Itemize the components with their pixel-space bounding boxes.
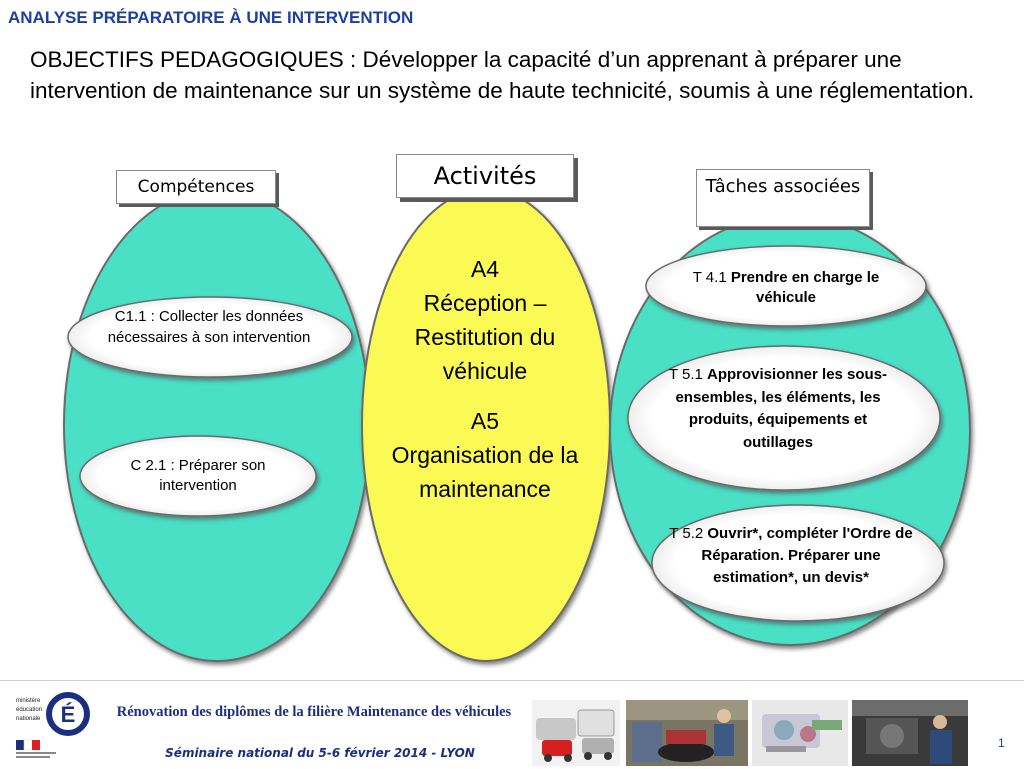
svg-text:É: É [61, 702, 76, 727]
t41-oval [645, 245, 927, 327]
task-t51-code: T 5.1 [668, 366, 703, 383]
activites-content: A4 Réception – Restitution du véhicule A… [380, 252, 590, 506]
slide-title: ANALYSE PRÉPARATOIRE À UNE INTERVENTION [8, 8, 414, 27]
competence-c21-text: C 2.1 : Préparer son intervention [130, 457, 266, 494]
c11-oval [67, 296, 353, 378]
task-t51: T 5.1 Approvisionner les sous-ensembles,… [658, 364, 898, 454]
task-t52-code: T 5.2 [669, 525, 704, 542]
task-t51-text: Approvisionner les sous-ensembles, les é… [675, 366, 888, 451]
footer-divider [0, 680, 1024, 681]
photo-vehicles [532, 700, 620, 766]
marianne-logo-icon: ministère éducation nationale É [14, 684, 98, 764]
activites-label: Activités [396, 154, 574, 198]
page-number: 1 [998, 736, 1005, 750]
footer-title: Rénovation des diplômes de la filière Ma… [116, 704, 512, 720]
competence-c11-text: C1.1 : Collecter les données nécessaires… [107, 308, 311, 346]
c21-oval [79, 435, 317, 517]
logo-line-3: nationale [16, 716, 41, 722]
objectifs-text: OBJECTIFS PEDAGOGIQUES : Développer la c… [30, 47, 975, 103]
task-t41: T 4.1 Prendre en charge le véhicule [676, 268, 896, 308]
task-t41-text: Prendre en charge le véhicule [730, 269, 880, 306]
photo-engine-bay [852, 700, 968, 766]
logo-line-2: éducation [16, 707, 42, 713]
activity-a5-text: Organisation de la maintenance [391, 442, 579, 502]
task-t52: T 5.2 Ouvrir*, compléter l'Ordre de Répa… [664, 523, 918, 589]
activity-a5-code: A5 [470, 408, 500, 434]
activity-a4-code: A4 [470, 256, 500, 282]
taches-label: Tâches associées [696, 169, 870, 227]
task-t41-code: T 4.1 [692, 269, 727, 286]
activity-a4-text: Réception – Restitution du véhicule [414, 290, 556, 384]
competences-ellipse [63, 188, 371, 662]
footer-subtitle: Séminaire national du 5-6 février 2014 -… [165, 746, 475, 760]
t51-oval [627, 345, 941, 491]
logo-line-1: ministère [16, 698, 41, 704]
t52-oval [651, 504, 945, 622]
photo-workshop-mechanic [626, 700, 748, 766]
task-t52-text: Ouvrir*, compléter l'Ordre de Réparation… [701, 525, 913, 586]
photo-engine-diagram [752, 700, 848, 766]
diagram-canvas [63, 188, 971, 662]
competences-label: Compétences [116, 170, 276, 204]
